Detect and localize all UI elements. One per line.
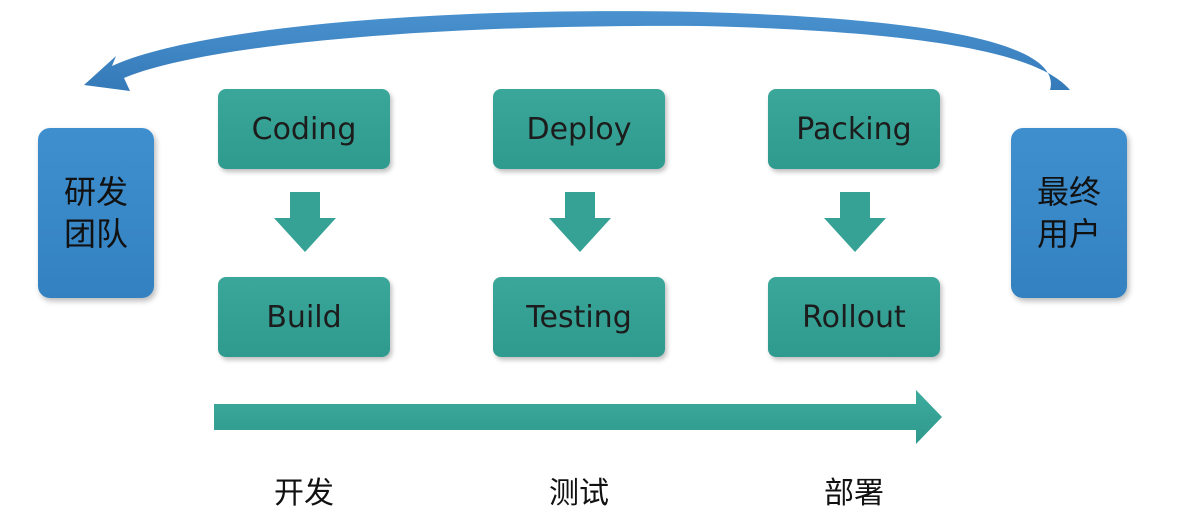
right-actor-label: 最终用户 (1036, 173, 1101, 253)
stage-label-test: 测试 (549, 476, 609, 511)
down-arrow-icon (549, 192, 611, 252)
rollout-label: Rollout (802, 299, 906, 335)
deploy-box: Deploy (493, 89, 665, 169)
right-actor-box: 最终用户 (1011, 128, 1127, 298)
packing-box: Packing (768, 89, 940, 169)
stage-label-deploy: 部署 (824, 476, 884, 511)
coding-label: Coding (251, 111, 357, 147)
down-arrow-icon (824, 192, 886, 252)
feedback-arc-arrow (84, 11, 1070, 91)
coding-box: Coding (218, 89, 390, 169)
build-box: Build (218, 277, 390, 357)
stage-label-develop: 开发 (274, 476, 334, 511)
testing-label: Testing (526, 299, 632, 335)
build-label: Build (266, 299, 342, 335)
down-arrow-icon (274, 192, 336, 252)
left-actor-box: 研发团队 (38, 128, 154, 298)
left-actor-label: 研发团队 (63, 173, 128, 253)
packing-label: Packing (796, 111, 912, 147)
testing-box: Testing (493, 277, 665, 357)
rollout-box: Rollout (768, 277, 940, 357)
progress-arrow (214, 390, 942, 444)
deploy-label: Deploy (526, 111, 632, 147)
